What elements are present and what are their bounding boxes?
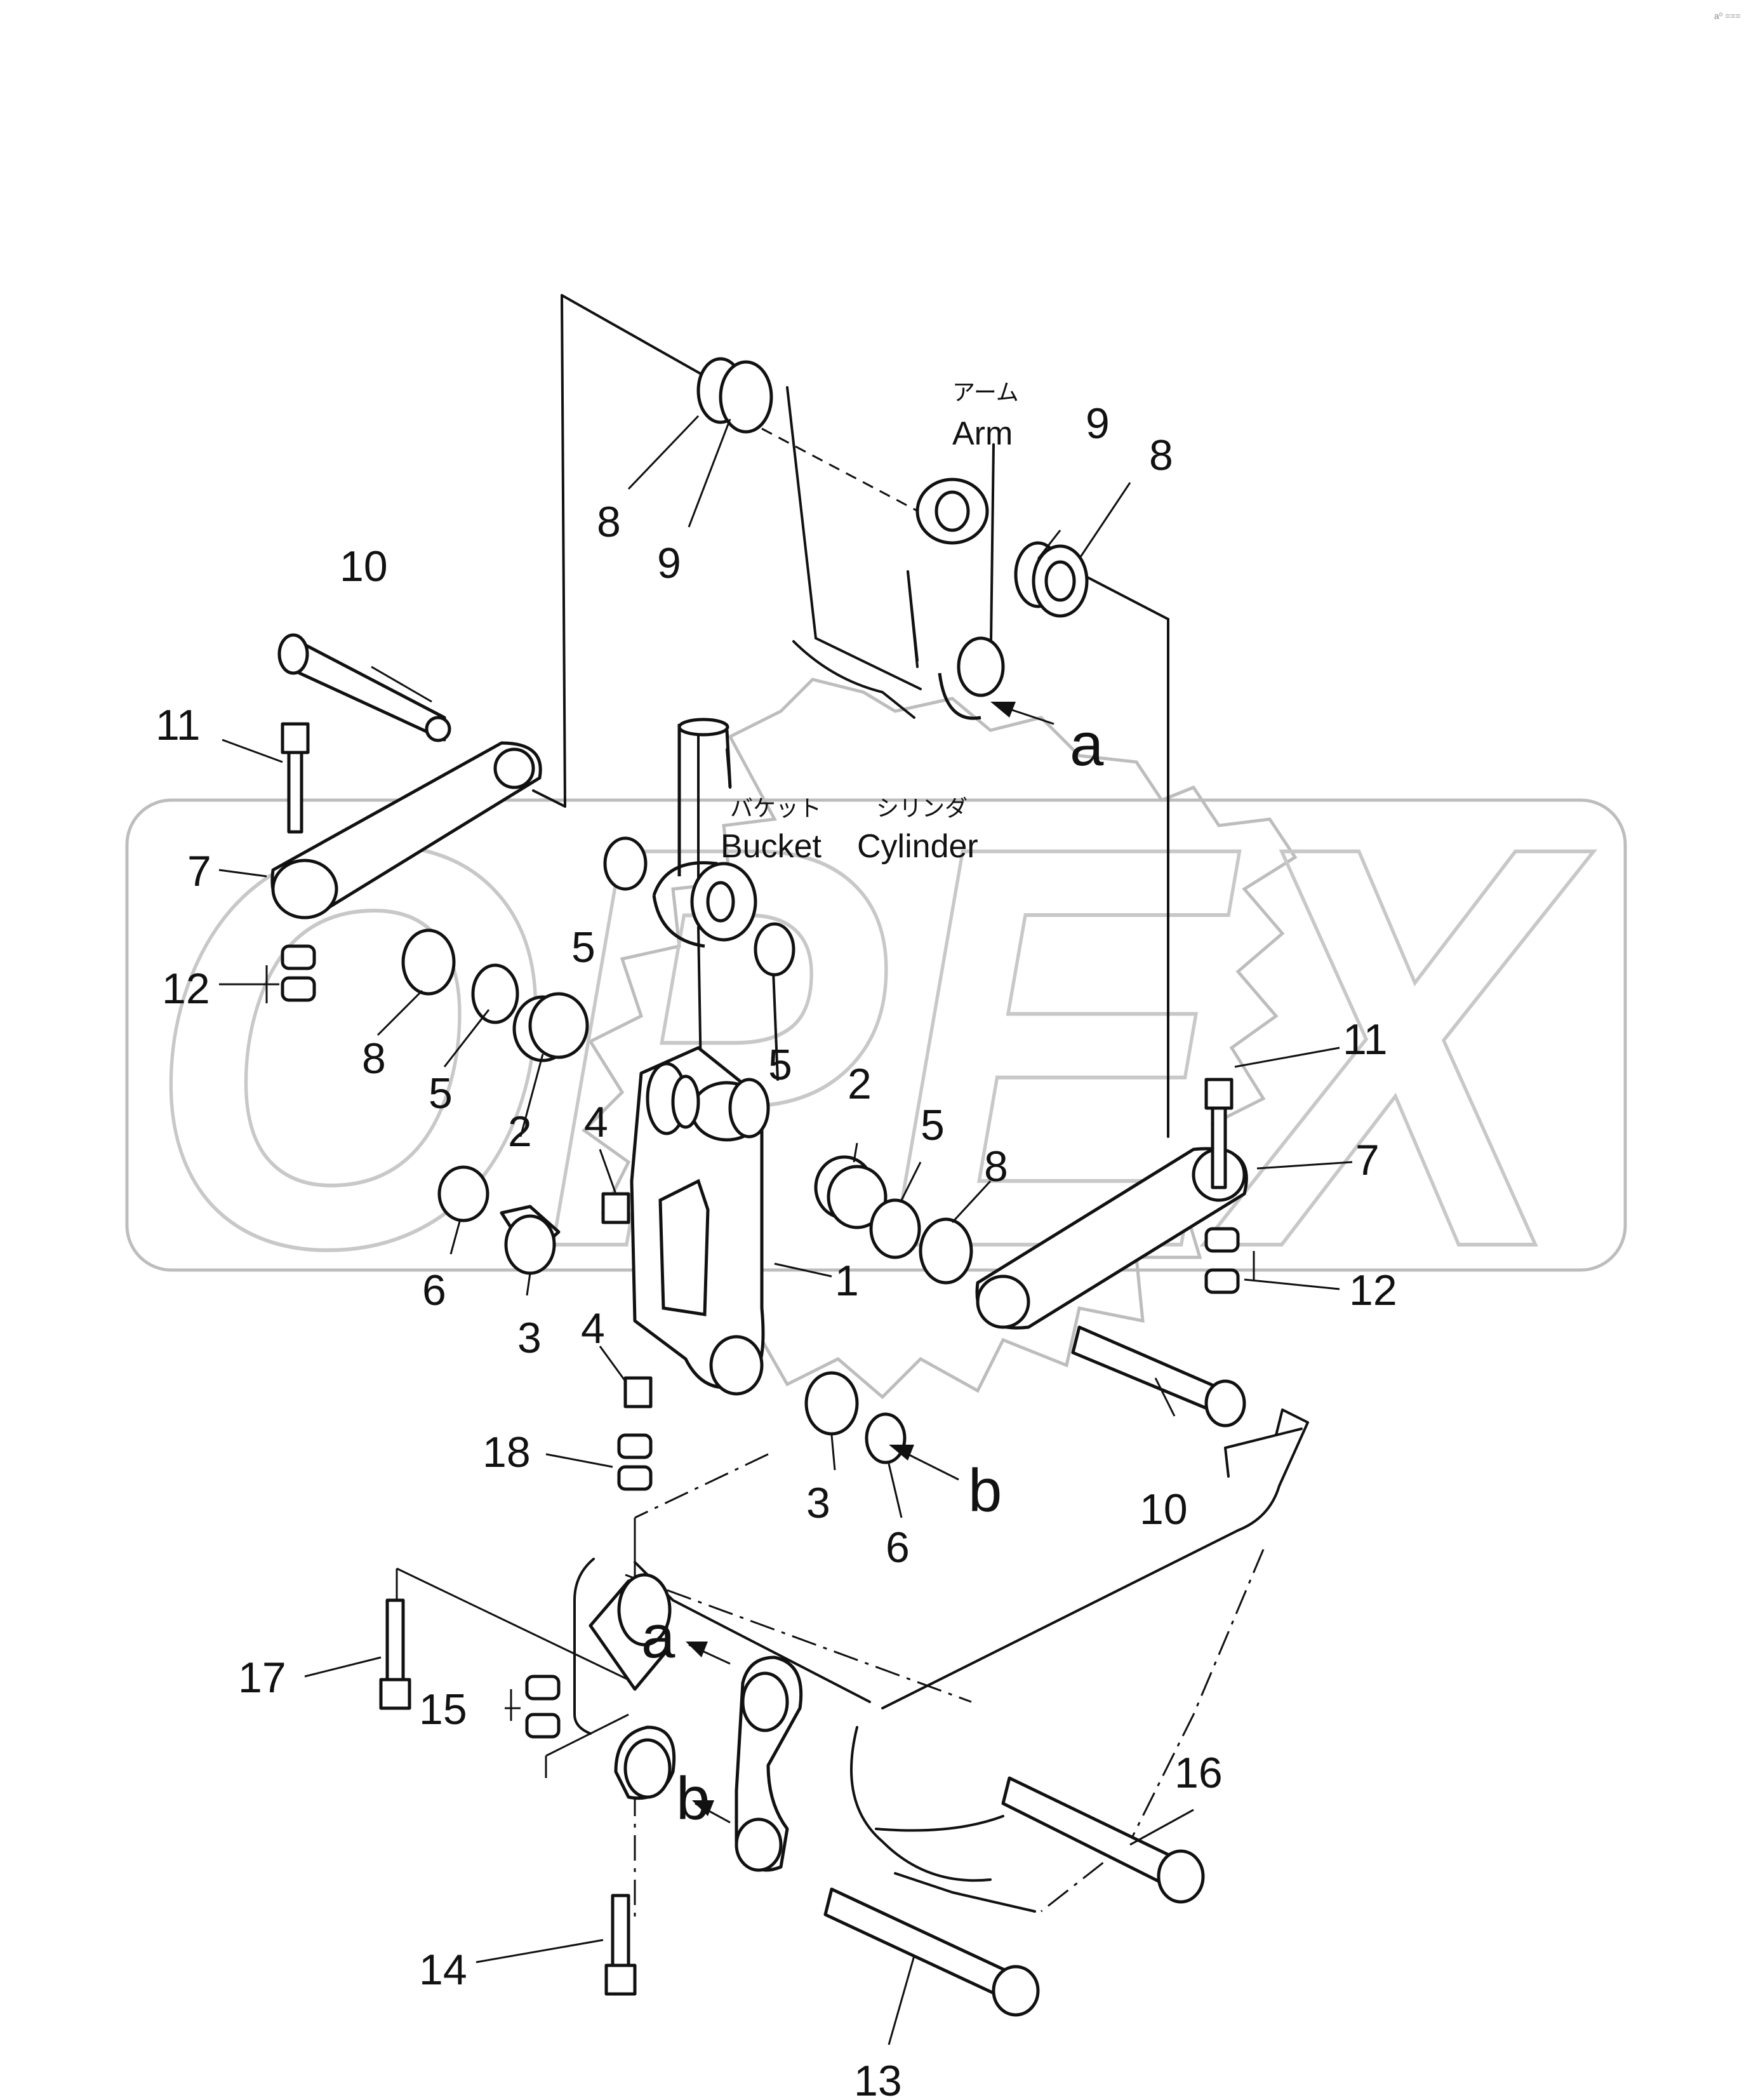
cylinder-caption-jp: シリンダ [876, 796, 968, 822]
label-10-left: 10 [340, 542, 388, 591]
arm-caption-jp: アーム [952, 380, 1019, 406]
label-5-d: 5 [921, 1101, 945, 1149]
label-2-right: 2 [848, 1060, 872, 1108]
label-15: 15 [419, 1685, 467, 1734]
label-9-right: 9 [1086, 399, 1110, 448]
label-11-left: 11 [156, 701, 201, 749]
label-3-left: 3 [517, 1314, 542, 1362]
label-5-c: 5 [768, 1041, 792, 1089]
label-7-left: 7 [187, 847, 211, 895]
bucket-caption-en: Bucket [721, 828, 822, 865]
label-16: 16 [1174, 1749, 1223, 1797]
label-1: 1 [835, 1257, 859, 1305]
arm-caption-en: Arm [952, 415, 1013, 452]
ref-b-upper: b [968, 1457, 1002, 1525]
bucket-body [573, 1408, 1309, 1913]
captions: アーム Arm バケット シリンダ Bucket Cylinder [721, 380, 1019, 865]
cylinder-caption-en: Cylinder [857, 828, 978, 865]
watermark-frame [125, 798, 1627, 1272]
label-8-upper-left: 8 [597, 498, 621, 546]
ref-b-lower: b [676, 1765, 710, 1833]
reference-arrows [686, 702, 1054, 1824]
label-8-mid-right: 8 [984, 1142, 1008, 1191]
label-6-right: 6 [886, 1523, 910, 1572]
arm-boss [792, 478, 1005, 720]
label-17: 17 [238, 1654, 286, 1702]
label-5-b: 5 [429, 1069, 453, 1118]
label-6-left: 6 [422, 1266, 446, 1314]
label-4-upper: 4 [584, 1098, 608, 1146]
label-12-right: 12 [1349, 1266, 1397, 1314]
ref-a-lower: a [641, 1603, 675, 1671]
label-3-right: 3 [806, 1479, 830, 1527]
label-12-left: 12 [162, 965, 210, 1013]
label-7-right: 7 [1355, 1136, 1380, 1184]
part-labels: 1 2 2 3 3 4 4 5 5 5 5 6 6 7 7 8 8 8 8 9 … [156, 399, 1397, 2100]
watermark: OPEX [125, 678, 1627, 1400]
reference-letters: a a b b [641, 711, 1104, 1833]
label-18: 18 [482, 1428, 531, 1476]
label-14: 14 [419, 1946, 467, 1994]
small-parts [270, 357, 1248, 2017]
label-13: 13 [854, 2057, 902, 2100]
bucket-cylinder-rod [652, 718, 757, 948]
label-5-a: 5 [571, 923, 595, 972]
corner-mark: a⁰ === [1714, 11, 1741, 21]
label-8-mid-left: 8 [362, 1034, 386, 1083]
label-8-upper-right: 8 [1149, 431, 1173, 479]
label-2-left: 2 [508, 1107, 532, 1156]
watermark-gear-outline [582, 678, 1298, 1400]
label-9-left: 9 [657, 539, 681, 587]
bucket-caption-jp: バケット [730, 796, 821, 822]
leader-lines [218, 415, 1353, 2045]
ref-a-upper: a [1070, 711, 1104, 779]
label-10-right: 10 [1140, 1485, 1188, 1534]
label-11-right: 11 [1343, 1015, 1388, 1064]
label-4-lower: 4 [581, 1304, 605, 1353]
link-part-1 [630, 1046, 770, 1396]
